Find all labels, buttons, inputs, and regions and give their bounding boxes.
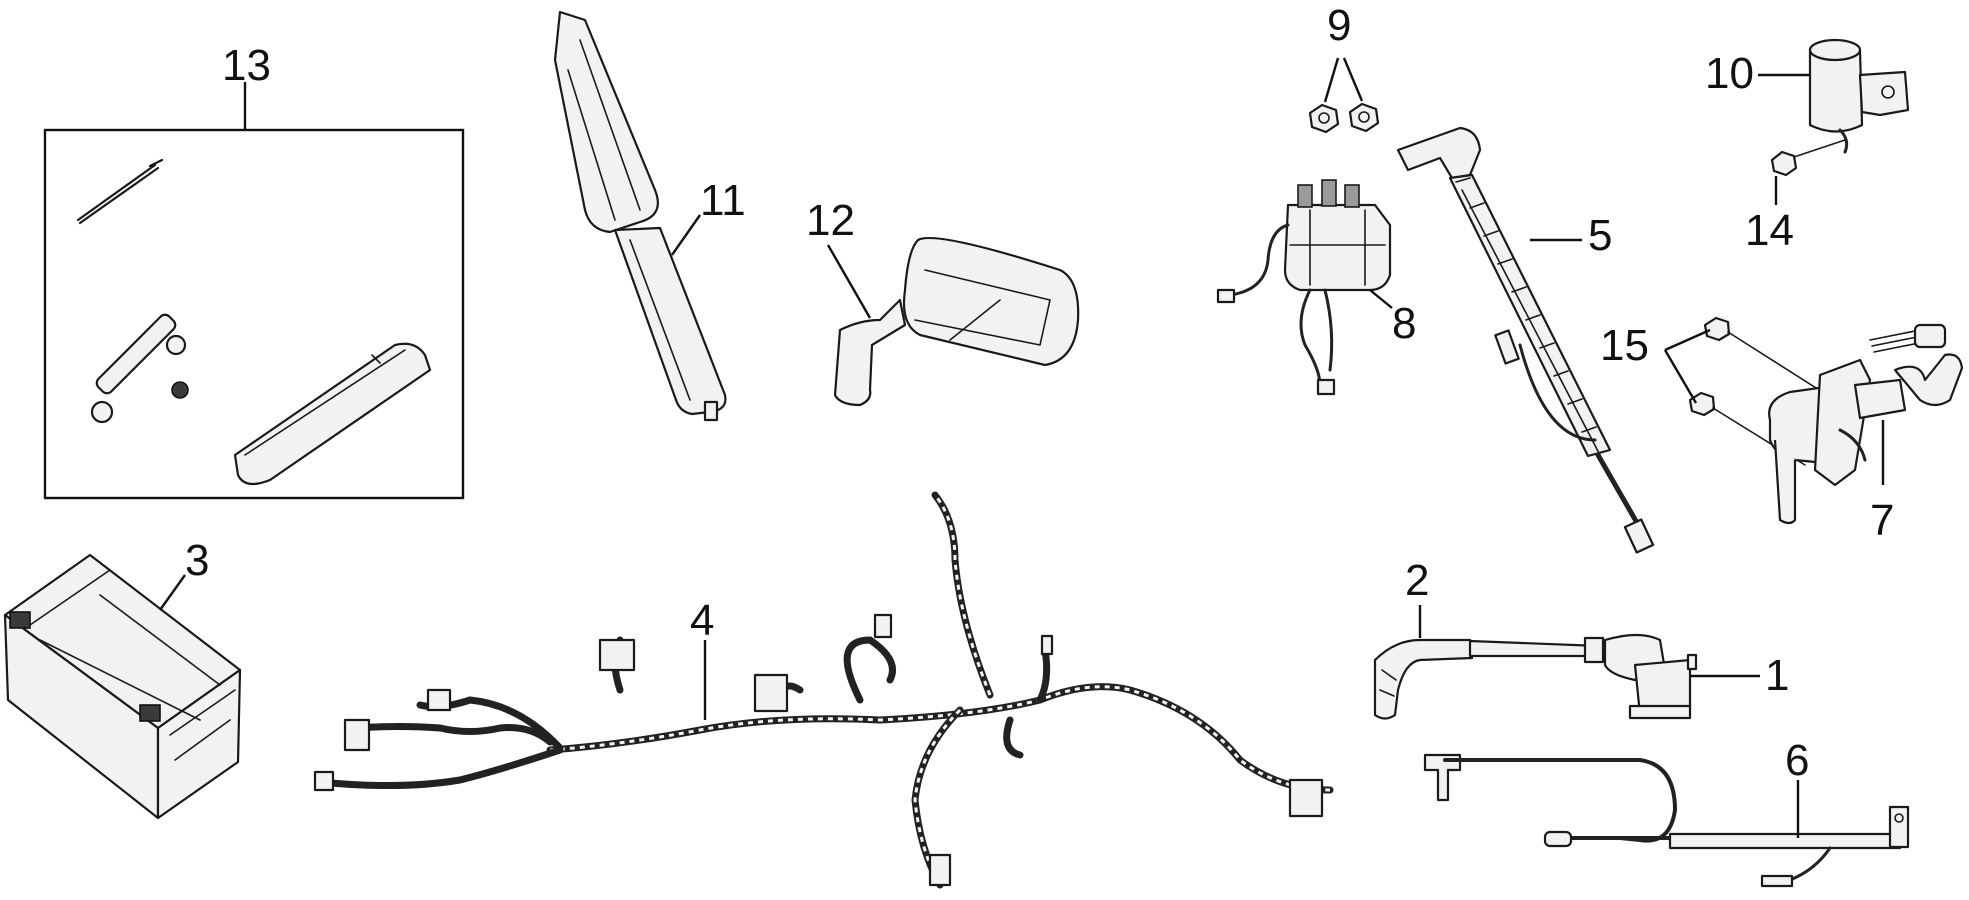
battery-side-shape (156, 668, 242, 820)
lead-sleeve-shape (1668, 832, 1902, 850)
harness-connector-g (928, 853, 952, 887)
nut-left-shape (1308, 103, 1340, 134)
starter-relay-group (1216, 179, 1393, 396)
small-nut-shape (171, 381, 189, 399)
callout-7: 7 (1870, 496, 1894, 545)
socket-wrench-shape (90, 313, 187, 424)
callout-10: 10 (1705, 49, 1754, 98)
callout-2: 2 (1405, 556, 1429, 605)
mirror-head-shape (902, 236, 1080, 367)
callout-1: 1 (1765, 651, 1789, 700)
lead-loop-wire (1443, 758, 1678, 843)
tool-kit-group (43, 82, 465, 500)
relay-wire-shape (1228, 223, 1290, 297)
callout-12: 12 (806, 196, 855, 245)
bolt-14-group (1770, 150, 1798, 205)
leader-line-8 (1369, 289, 1393, 309)
signal-housing-shape (553, 10, 659, 234)
harness-connector-d (343, 718, 371, 752)
condenser-bracket-shape (1858, 70, 1910, 117)
battery-cable-group (1396, 126, 1655, 554)
relay-body-shape (1283, 203, 1392, 292)
turn-signal-group (553, 10, 727, 422)
spark-plug-cap-shape (1373, 638, 1474, 720)
nuts-group (1308, 57, 1380, 134)
harness-branch-up (931, 491, 994, 699)
callout-5: 5 (1588, 211, 1612, 260)
callout-4: 4 (690, 596, 714, 645)
bolt-14-head-shape (1770, 150, 1798, 177)
harness-connector-a (598, 638, 636, 672)
leader-line-9b (1342, 57, 1364, 102)
battery-group (3, 553, 242, 820)
harness-connector-b (753, 673, 789, 713)
ignition-switch-group (1663, 316, 1964, 525)
leader-line-11 (671, 214, 701, 256)
bolt-15-upper-shape (1703, 316, 1731, 342)
cable-boot-shape (1396, 126, 1482, 180)
wire-harness-group (313, 491, 1334, 889)
ht-lead-shape (1468, 639, 1602, 658)
mirror-stem-shape (833, 298, 907, 407)
callout-13: 13 (222, 41, 271, 90)
leader-line-9a (1323, 57, 1340, 103)
tool-bag-flap (244, 349, 406, 456)
ignition-coil-group (1373, 605, 1760, 720)
callout-15: 15 (1600, 321, 1649, 370)
callout-8: 8 (1392, 299, 1416, 348)
leader-line-15b (1663, 349, 1698, 404)
bolt-15-lower-shape (1688, 391, 1716, 417)
tool-kit-frame (43, 128, 465, 500)
signal-stalk-shape (613, 226, 727, 416)
nut-right-shape (1348, 102, 1380, 133)
leader-line-12 (826, 244, 872, 319)
callout-3: 3 (185, 536, 209, 585)
wire-lead-group (1423, 753, 1910, 888)
callout-11: 11 (700, 176, 746, 225)
callout-9: 9 (1327, 1, 1351, 50)
rear-mirror-group (826, 236, 1080, 407)
callout-14: 14 (1745, 206, 1794, 255)
leader-line-3 (159, 574, 186, 611)
switch-plate-shape (1813, 358, 1872, 487)
cable-sleeve-shape (1448, 173, 1612, 458)
screwdriver-shape (76, 158, 164, 225)
harness-connector-c (1288, 778, 1324, 818)
switch-key-shape (1853, 378, 1907, 420)
tool-bag-shape (233, 342, 432, 486)
harness-connector-f (426, 688, 452, 712)
leader-line-15a (1664, 328, 1711, 352)
harness-connector-e (313, 770, 335, 792)
condenser-group (1758, 38, 1910, 161)
callout-6: 6 (1785, 736, 1809, 785)
